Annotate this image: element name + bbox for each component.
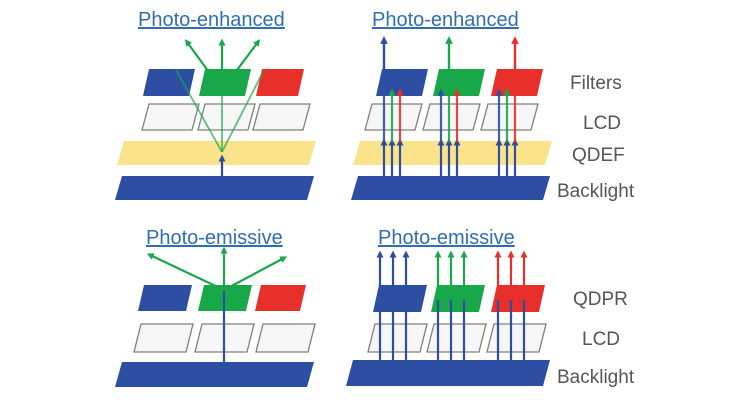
lcd-cell-blue [367,323,428,353]
green-ray-right [221,69,265,153]
panel-title-bottom-right: Photo-emissive [378,227,515,249]
panel-title-top-left: Photo-enhanced [138,9,285,31]
lcd-cell-red [480,103,539,131]
qdef-film [117,141,316,165]
green-output-arrow-right [221,39,261,91]
label-qdpr: QDPR [573,289,628,310]
filter-green [199,69,251,96]
filter-green [433,69,485,96]
lcd-cell-right [255,323,316,353]
green-ray-left [175,69,223,153]
green-output-arrow-left [184,39,223,91]
label-qdef: QDEF [572,145,625,166]
lcd-cell-green [426,323,487,353]
lcd-cell-blue [364,103,423,131]
lcd-cell-red [486,323,547,353]
lcd-cell-left [141,103,200,131]
qd-pixel-red [491,285,545,312]
emitted-arrow-left [146,253,225,291]
qd-pixel-blue [373,285,427,312]
filter-red [256,69,304,96]
panel-title-bottom-left: Photo-emissive [146,227,283,249]
backlight-bar [115,176,314,200]
emitted-arrow-right [223,256,288,291]
panel-title-top-right: Photo-enhanced [372,9,519,31]
lcd-cell-green [422,103,481,131]
backlight-bar [115,362,314,387]
backlight-bar [346,360,550,386]
filter-blue [376,69,428,96]
label-backlight-top: Backlight [557,181,635,202]
label-lcd-top: LCD [583,113,622,134]
qd-pixel-blue [138,285,192,311]
label-lcd-bottom: LCD [582,329,621,350]
backlight-bar [351,176,550,200]
lcd-cell-right [252,103,311,131]
filter-red [491,69,543,96]
qdef-film [353,141,552,165]
label-backlight-bottom: Backlight [557,367,635,388]
qd-pixel-green [431,285,485,312]
label-filters: Filters [570,73,622,94]
lcd-cell-left [133,323,194,353]
filter-blue [143,69,195,96]
lcd-cell-center [197,103,256,131]
qd-pixel-red [255,285,306,311]
